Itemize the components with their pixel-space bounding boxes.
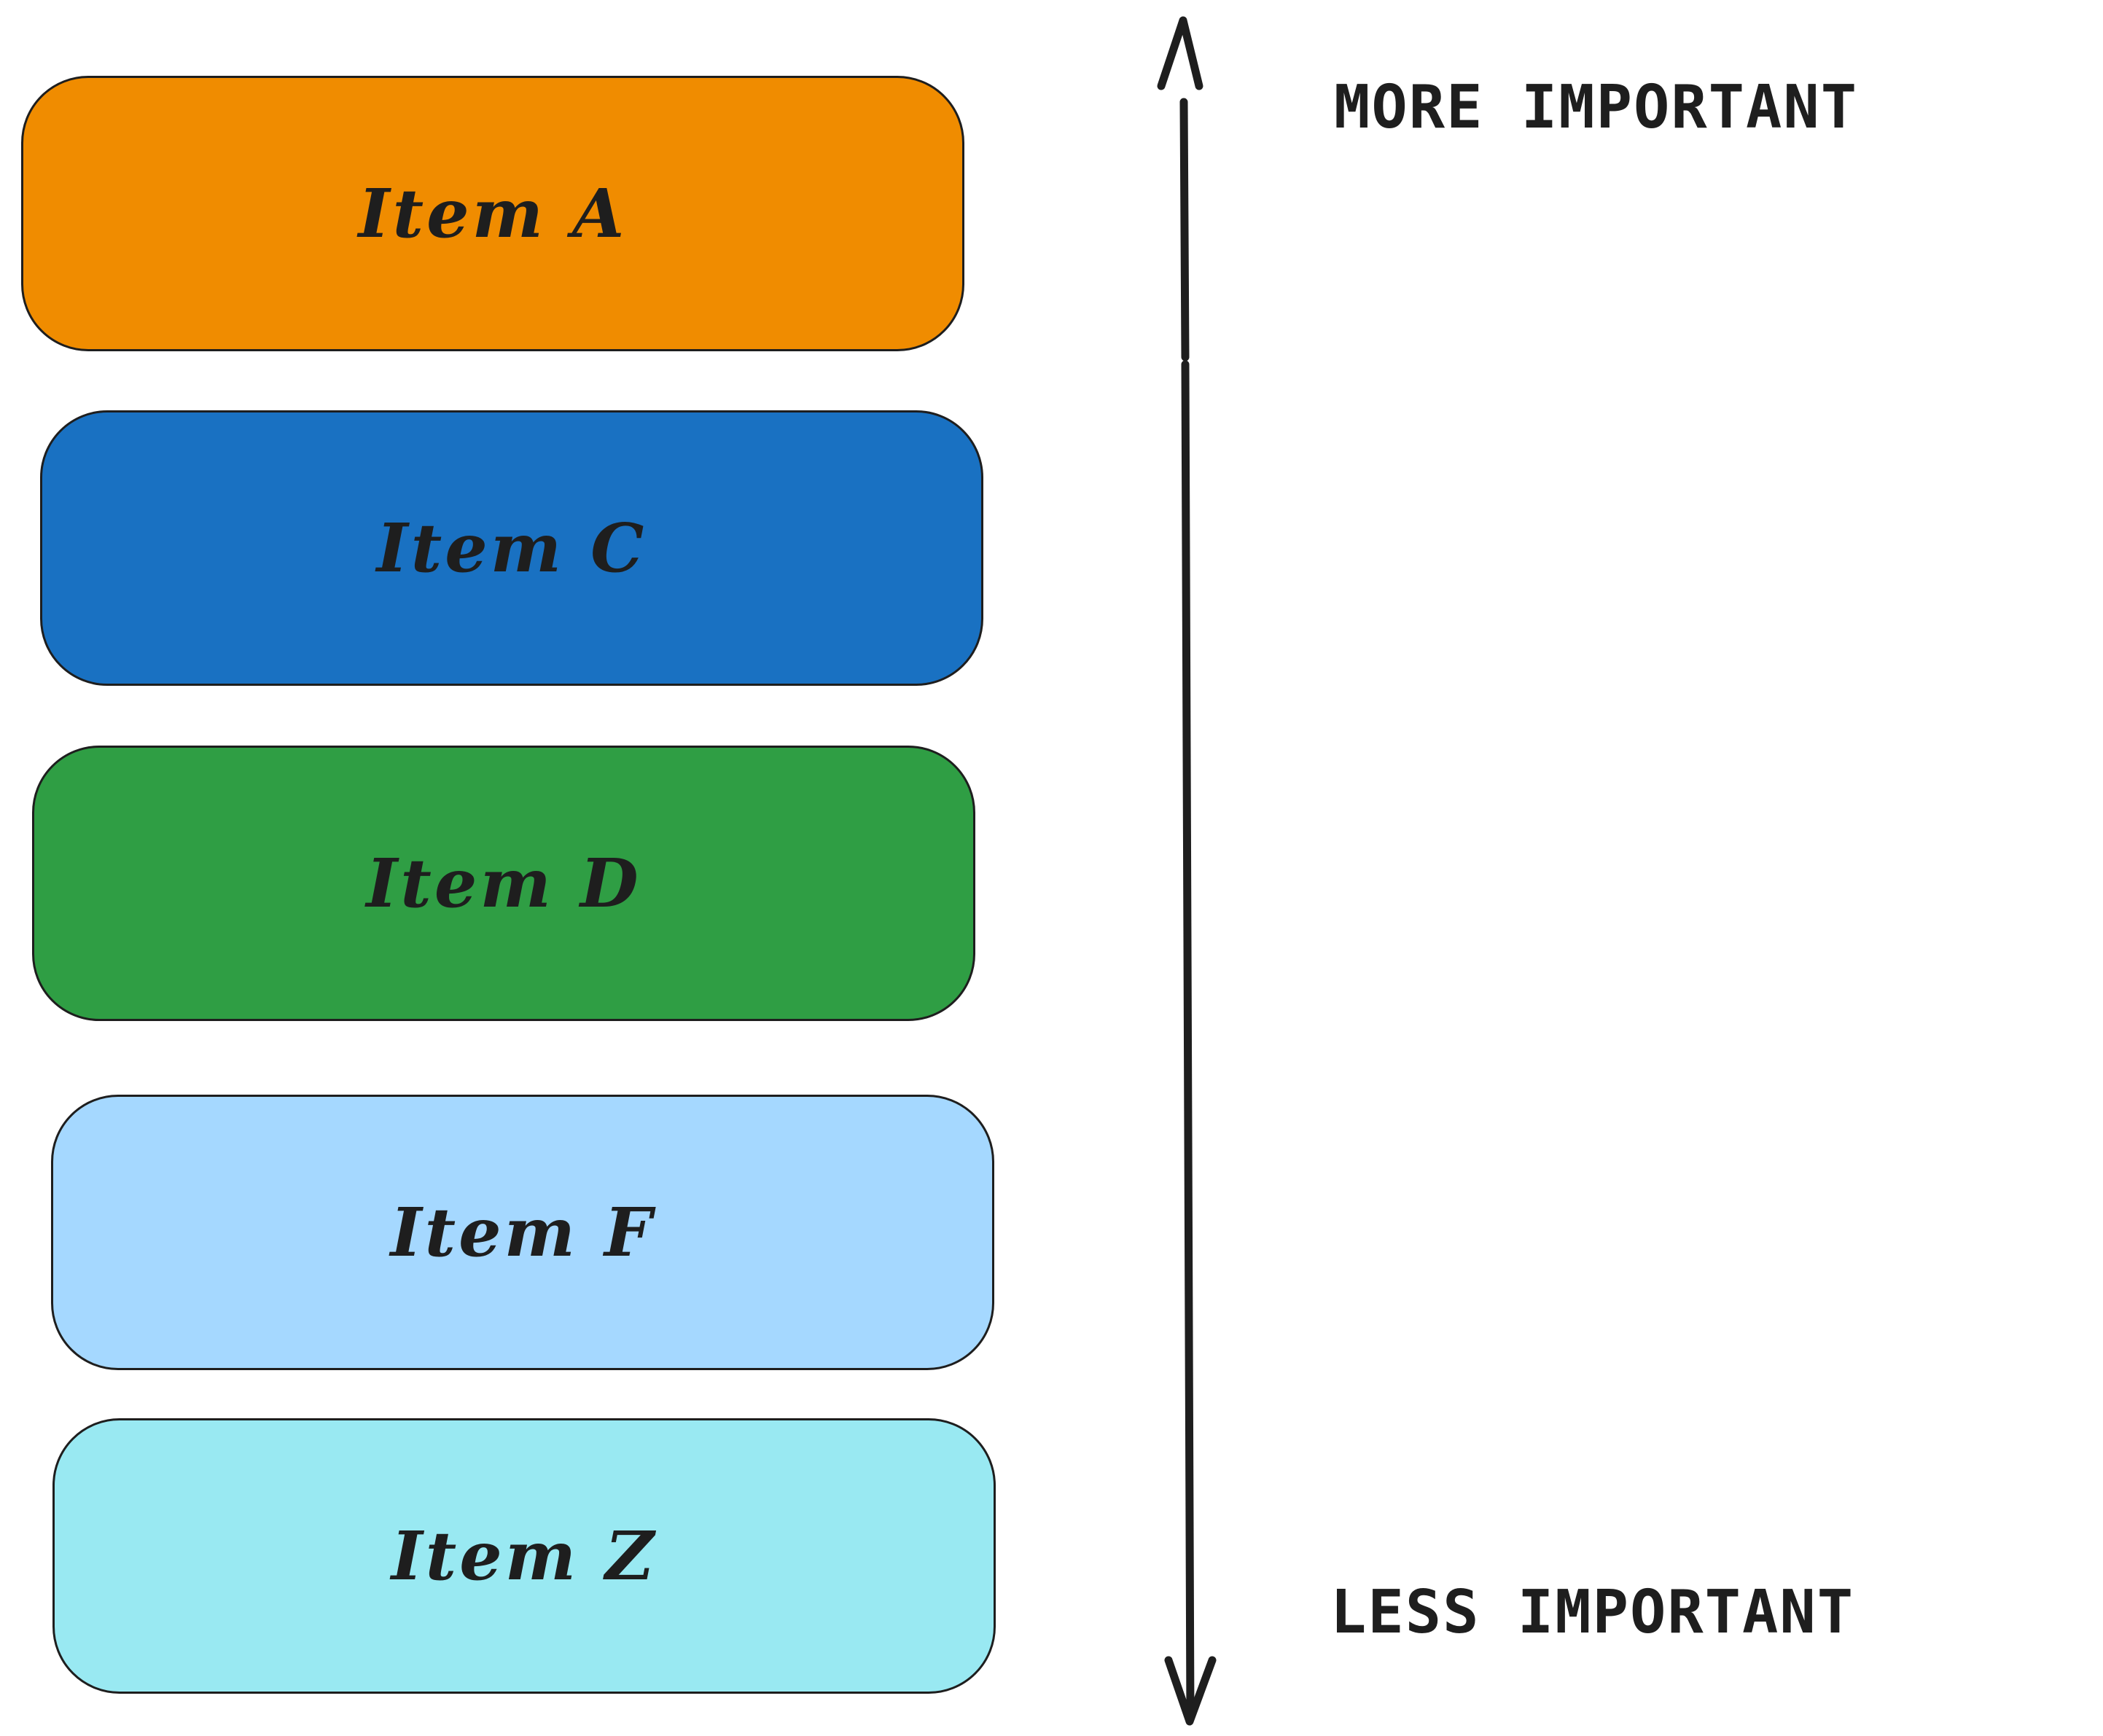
arrow-shaft <box>1179 98 1195 1723</box>
item-box-a: Item A <box>21 76 964 351</box>
item-label: Item D <box>366 844 641 923</box>
less-important-label: LESS IMPORTANT <box>1330 1578 1855 1647</box>
double-headed-vertical-arrow-icon <box>1157 16 1217 1726</box>
item-box-f: Item F <box>51 1095 994 1370</box>
item-label: Item F <box>390 1193 655 1272</box>
arrow-head-up <box>1157 16 1203 90</box>
arrow-head-down <box>1164 1656 1217 1726</box>
item-label: Item C <box>376 509 647 587</box>
item-label: Item A <box>358 174 628 253</box>
more-important-label: MORE IMPORTANT <box>1334 73 1859 142</box>
item-box-d: Item D <box>32 746 975 1021</box>
item-label: Item Z <box>391 1517 658 1595</box>
item-box-z: Item Z <box>52 1418 996 1694</box>
item-box-c: Item C <box>40 410 983 686</box>
